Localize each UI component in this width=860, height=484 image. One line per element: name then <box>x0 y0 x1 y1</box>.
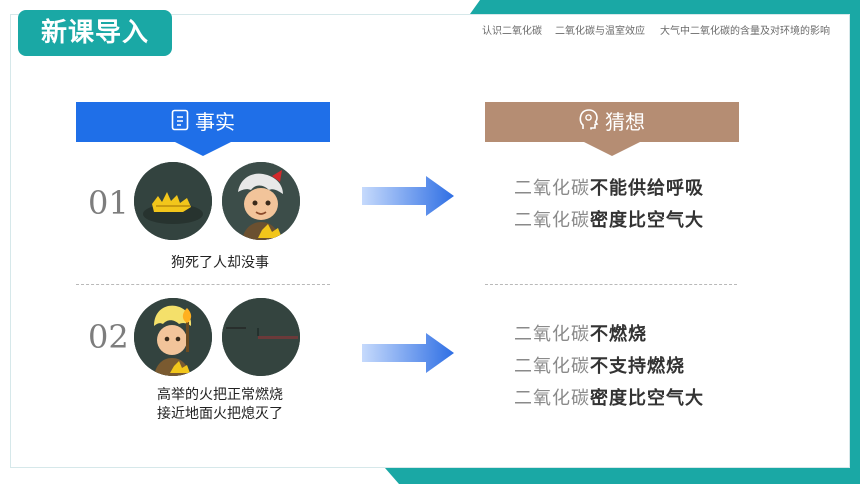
top-accent-bar <box>470 0 860 14</box>
row1-guess-1: 二氧化碳不能供给呼吸 <box>514 178 704 199</box>
guess-header-pointer <box>584 142 640 156</box>
guess-header-label: 猜想 <box>605 110 645 134</box>
row2-guess-2: 二氧化碳不支持燃烧 <box>514 356 685 377</box>
document-icon <box>171 104 189 144</box>
thinking-head-icon <box>579 104 599 144</box>
row2-guess-3: 二氧化碳密度比空气大 <box>514 388 704 409</box>
section-title-badge: 新课导入 <box>18 10 172 56</box>
fact-header: 事实 <box>76 102 330 142</box>
guess-header: 猜想 <box>485 102 739 142</box>
slide-frame <box>10 14 850 468</box>
row2-guess-1: 二氧化碳不燃烧 <box>514 324 647 345</box>
row1-caption: 狗死了人却没事 <box>171 255 269 271</box>
nav-item-3[interactable]: 大气中二氧化碳的含量及对环境的影响 <box>660 26 830 37</box>
row2-torch-person-image <box>134 298 212 376</box>
row2-arrow <box>362 333 454 373</box>
row-divider-left <box>76 284 330 285</box>
row-divider-right <box>485 284 737 285</box>
row1-guess-2: 二氧化碳密度比空气大 <box>514 210 704 231</box>
nav-item-1[interactable]: 认识二氧化碳 <box>482 26 542 37</box>
row1-person-image <box>222 162 300 240</box>
row1-arrow <box>362 176 454 216</box>
fact-header-label: 事实 <box>195 110 235 134</box>
nav-item-2[interactable]: 二氧化碳与温室效应 <box>555 26 645 37</box>
row2-number: 02 <box>88 318 129 356</box>
right-accent-bar <box>850 0 860 484</box>
row2-torch-out-image <box>222 298 300 376</box>
row2-caption-line2: 接近地面火把熄灭了 <box>157 406 283 422</box>
fact-header-pointer <box>175 142 231 156</box>
bottom-accent-bar <box>385 468 860 484</box>
row1-dog-image <box>134 162 212 240</box>
row2-caption-line1: 高举的火把正常燃烧 <box>157 387 283 403</box>
row1-number: 01 <box>88 184 129 222</box>
